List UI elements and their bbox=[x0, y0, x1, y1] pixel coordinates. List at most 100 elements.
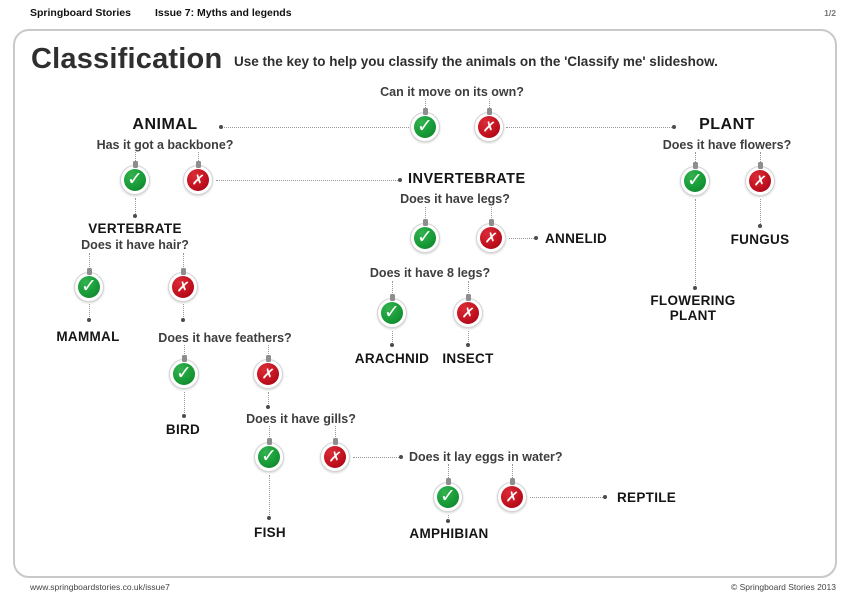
connector-dot bbox=[758, 224, 762, 228]
connector-dot bbox=[534, 236, 538, 240]
dotted-connector bbox=[135, 198, 136, 214]
check-icon: ✓ bbox=[417, 225, 433, 248]
connector-dot bbox=[266, 405, 270, 409]
bauble-knob bbox=[757, 162, 763, 169]
label-flowering-plant: FLOWERING PLANT bbox=[650, 293, 736, 323]
connector-dot bbox=[219, 125, 223, 129]
no-bauble-move: ✗ bbox=[474, 108, 504, 142]
worksheet-card: Classification Use the key to help you c… bbox=[13, 29, 837, 578]
question-eggs: Does it lay eggs in water? bbox=[409, 450, 563, 464]
dotted-connector bbox=[760, 152, 761, 164]
yes-bauble-eggs: ✓ bbox=[433, 478, 463, 512]
dotted-connector bbox=[448, 464, 449, 478]
bauble-knob bbox=[181, 355, 187, 362]
label-mammal: MAMMAL bbox=[56, 329, 120, 344]
dotted-connector bbox=[425, 207, 426, 220]
instruction-text: Use the key to help you classify the ani… bbox=[234, 54, 718, 69]
check-icon: ✓ bbox=[687, 168, 703, 191]
bauble-knob bbox=[422, 219, 428, 226]
no-bauble-eggs: ✗ bbox=[497, 478, 527, 512]
question-backbone: Has it got a backbone? bbox=[96, 138, 234, 152]
yes-bauble-move: ✓ bbox=[410, 108, 440, 142]
label-arachnid: ARACHNID bbox=[354, 351, 430, 366]
question-hair: Does it have hair? bbox=[81, 238, 189, 252]
connector-dot bbox=[398, 178, 402, 182]
dotted-connector bbox=[489, 99, 490, 110]
dotted-connector bbox=[448, 515, 449, 518]
connector-dot bbox=[267, 516, 271, 520]
dotted-connector bbox=[468, 281, 469, 295]
dotted-connector bbox=[392, 331, 393, 342]
cross-icon: ✗ bbox=[190, 169, 206, 190]
yes-bauble-8-legs: ✓ bbox=[377, 294, 407, 328]
page-number: 1/2 bbox=[824, 8, 836, 18]
dotted-connector bbox=[491, 207, 492, 220]
connector-dot bbox=[87, 318, 91, 322]
cross-icon: ✗ bbox=[504, 486, 520, 507]
dotted-connector bbox=[198, 152, 199, 163]
dotted-connector bbox=[183, 304, 184, 317]
label-annelid: ANNELID bbox=[545, 231, 608, 246]
dotted-connector bbox=[183, 253, 184, 269]
cross-icon: ✗ bbox=[460, 302, 476, 323]
question-legs: Does it have legs? bbox=[400, 192, 510, 206]
yes-bauble-legs: ✓ bbox=[410, 219, 440, 253]
question-gills: Does it have gills? bbox=[246, 412, 356, 426]
dotted-connector bbox=[216, 180, 398, 181]
yes-bauble-feathers: ✓ bbox=[169, 355, 199, 389]
label-fish: FISH bbox=[254, 525, 286, 540]
label-plant: PLANT bbox=[699, 116, 755, 133]
bauble-knob bbox=[486, 108, 492, 115]
bauble-knob bbox=[195, 161, 201, 168]
question-feathers: Does it have feathers? bbox=[158, 331, 292, 345]
connector-dot bbox=[133, 214, 137, 218]
connector-dot bbox=[603, 495, 607, 499]
dotted-connector bbox=[184, 345, 185, 356]
cross-icon: ✗ bbox=[752, 170, 768, 191]
yes-bauble-backbone: ✓ bbox=[120, 161, 150, 195]
dotted-connector bbox=[269, 475, 270, 515]
footer-url: www.springboardstories.co.uk/issue7 bbox=[30, 582, 170, 592]
bauble-knob bbox=[265, 355, 271, 362]
dotted-connector bbox=[89, 253, 90, 269]
label-invertebrate: INVERTEBRATE bbox=[408, 171, 526, 187]
dotted-connector bbox=[509, 238, 534, 239]
brand-title: Springboard Stories bbox=[30, 7, 131, 19]
page-title: Classification bbox=[31, 43, 223, 75]
dotted-connector bbox=[184, 392, 185, 413]
question-8-legs: Does it have 8 legs? bbox=[369, 266, 491, 280]
no-bauble-8-legs: ✗ bbox=[453, 294, 483, 328]
question-move: Can it move on its own? bbox=[380, 85, 524, 99]
dotted-connector bbox=[512, 464, 513, 478]
classification-tree: Can it move on its own? Has it got a bac… bbox=[15, 31, 835, 576]
connector-dot bbox=[390, 343, 394, 347]
cross-icon: ✗ bbox=[327, 446, 343, 467]
bauble-knob bbox=[389, 294, 395, 301]
bauble-knob bbox=[692, 162, 698, 169]
yes-bauble-flowers: ✓ bbox=[680, 162, 710, 196]
dotted-connector bbox=[222, 127, 409, 128]
no-bauble-flowers: ✗ bbox=[745, 162, 775, 196]
dotted-connector bbox=[135, 152, 136, 163]
top-bar: Springboard Stories Issue 7: Myths and l… bbox=[0, 0, 850, 27]
connector-dot bbox=[672, 125, 676, 129]
issue-title: Issue 7: Myths and legends bbox=[155, 7, 292, 19]
dotted-connector bbox=[269, 426, 270, 439]
label-insect: INSECT bbox=[442, 351, 494, 366]
bauble-knob bbox=[509, 478, 515, 485]
connector-dot bbox=[181, 318, 185, 322]
bauble-knob bbox=[86, 268, 92, 275]
bauble-knob bbox=[132, 161, 138, 168]
bauble-knob bbox=[180, 268, 186, 275]
dotted-connector bbox=[468, 331, 469, 342]
dotted-connector bbox=[695, 152, 696, 164]
cross-icon: ✗ bbox=[483, 227, 499, 248]
check-icon: ✓ bbox=[81, 274, 97, 297]
dotted-connector bbox=[268, 345, 269, 356]
dotted-connector bbox=[89, 304, 90, 317]
label-amphibian: AMPHIBIAN bbox=[409, 526, 489, 541]
dotted-connector bbox=[695, 199, 696, 285]
check-icon: ✓ bbox=[261, 444, 277, 467]
no-bauble-backbone: ✗ bbox=[183, 161, 213, 195]
